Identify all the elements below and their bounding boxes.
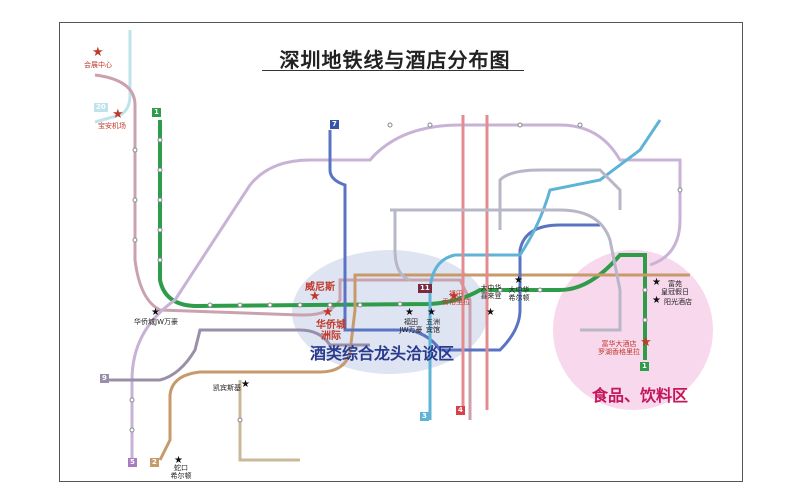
star-icon: ★: [427, 307, 436, 318]
star-icon: ★: [309, 289, 321, 304]
hotel-futian: 福田 香格里拉: [442, 290, 470, 306]
star-icon: ★: [174, 455, 183, 466]
hotel-huaqiaocheng-jw: 华侨城JW万豪: [134, 318, 178, 326]
line-9-south: [238, 380, 300, 462]
page-title: 深圳地铁线与酒店分布图: [279, 48, 511, 72]
line-grey-2: [498, 168, 622, 230]
line-grey-3: [393, 210, 411, 282]
line-20: [94, 30, 132, 124]
line-badge-11: 11: [418, 284, 432, 293]
line-badge-1-east: 1: [640, 362, 649, 371]
title-underline: [262, 70, 524, 71]
star-icon: ★: [652, 295, 661, 306]
star-icon: ★: [640, 335, 652, 350]
hotel-dazhonghua-2: 大中华 希尔顿: [508, 286, 530, 302]
line-2: [158, 273, 690, 461]
hotel-shekou: 蛇口 希尔顿: [170, 464, 192, 480]
hotel-nanshan-jw: 福田 JW万豪: [399, 318, 423, 334]
line-badge-5: 5: [128, 458, 137, 467]
star-icon: ★: [322, 305, 334, 320]
line-badge-4: 4: [456, 406, 465, 415]
star-icon: ★: [652, 277, 661, 288]
food-zone-area: [553, 250, 713, 410]
line-3: [428, 119, 662, 420]
hotel-jichang: 宝安机场: [98, 122, 126, 130]
star-icon: ★: [405, 307, 414, 318]
star-icon: ★: [486, 307, 495, 318]
hotel-yangguang: 阳光酒店: [664, 298, 692, 306]
line-badge-20: 20: [94, 103, 108, 112]
hotel-huizhan: 会展中心: [84, 61, 112, 69]
star-icon: ★: [151, 307, 160, 318]
line-9: [105, 328, 370, 382]
star-icon: ★: [241, 379, 250, 390]
hotel-kaibinsiji: 凯宾斯基: [213, 384, 241, 392]
food-zone-label: 食品、饮料区: [592, 386, 689, 405]
line-badge-2: 2: [150, 458, 159, 467]
star-icon: ★: [92, 45, 104, 60]
line-7: [328, 130, 600, 352]
line-badge-7: 7: [330, 120, 339, 129]
line-badge-1: 1: [152, 108, 161, 117]
line-badge-9: 9: [100, 374, 109, 383]
hotel-wuzhou: 五洲 宾馆: [426, 318, 440, 334]
hotel-weinisi: 威尼斯: [305, 282, 335, 293]
star-icon: ★: [448, 289, 460, 304]
wine-zone-label: 酒类综合龙头洽谈区: [310, 344, 455, 363]
line-badge-3: 3: [420, 412, 429, 421]
line-grey-1: [390, 208, 622, 332]
hotel-fuyuan: 富苑 皇冠假日: [661, 280, 689, 296]
hotel-huaqiaocheng: 华侨城 洲际: [316, 320, 346, 342]
star-icon: ★: [112, 107, 124, 122]
star-icon: ★: [514, 275, 523, 286]
hotel-dazhonghua: 大中华 喜来登: [480, 284, 502, 300]
hotel-fuhua: 富华大酒店 罗湖香格里拉: [598, 340, 640, 356]
